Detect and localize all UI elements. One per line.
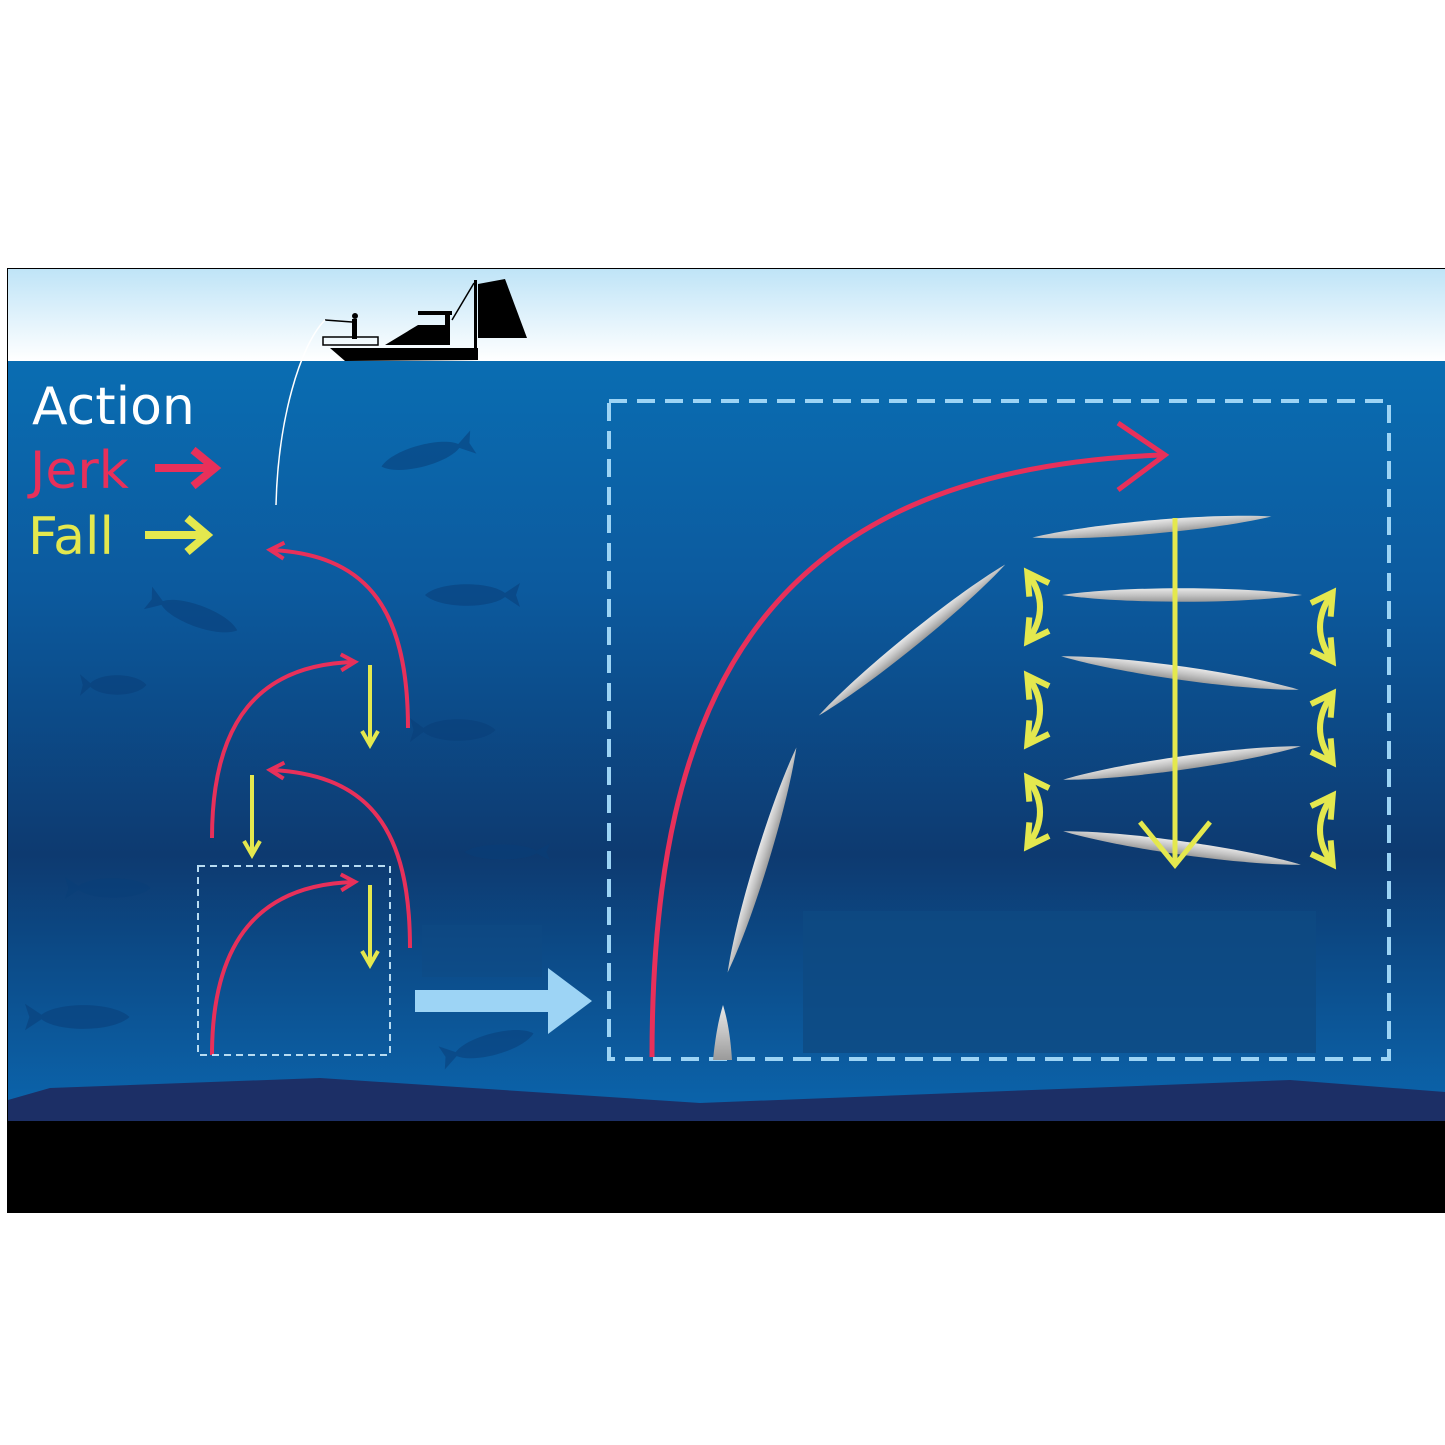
angler-icon bbox=[324, 313, 358, 339]
lures bbox=[713, 509, 1302, 1060]
jerk-arrow bbox=[265, 540, 410, 729]
jerk-arrow bbox=[210, 872, 360, 1056]
arrow-right-icon bbox=[145, 514, 214, 556]
legend-title: Action bbox=[32, 377, 195, 437]
bottom-band bbox=[8, 1121, 1445, 1213]
arrow-head-icon bbox=[1116, 420, 1170, 493]
legend-jerk-label: Jerk bbox=[27, 441, 129, 501]
zoom-source-box bbox=[197, 865, 391, 1056]
fall-arrow-large bbox=[1138, 518, 1212, 869]
detail-box bbox=[607, 399, 1391, 1061]
placeholder-panel bbox=[422, 925, 542, 977]
jerk-arrow-large bbox=[649, 452, 1163, 1058]
jerk-arrow bbox=[210, 652, 360, 839]
fishing-line bbox=[275, 319, 326, 506]
action-path bbox=[210, 540, 412, 1056]
zoom-arrow-icon bbox=[415, 968, 592, 1034]
seabed bbox=[8, 1078, 1445, 1121]
lure-icon bbox=[713, 1005, 732, 1060]
boat-icon bbox=[322, 279, 527, 361]
legend-fall-label: Fall bbox=[28, 507, 114, 567]
jerk-arrow bbox=[265, 760, 412, 949]
arrow-right-icon bbox=[155, 446, 222, 490]
sky bbox=[8, 269, 1445, 361]
legend: Action Jerk Fall bbox=[27, 377, 222, 567]
placeholder-panel bbox=[803, 911, 1316, 1053]
